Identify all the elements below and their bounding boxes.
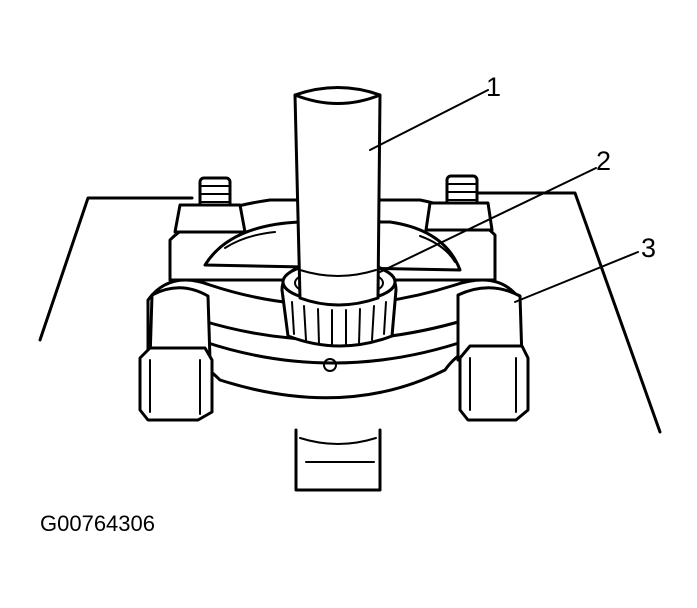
left-bolt	[138, 286, 214, 422]
press-ram	[293, 86, 382, 307]
right-stud	[424, 174, 494, 232]
lower-shaft	[294, 428, 382, 492]
callout-2: 2	[596, 146, 611, 176]
callout-3: 3	[641, 233, 656, 263]
leader-lines	[369, 89, 639, 303]
press-table-outline	[38, 191, 662, 434]
figure-code: G00764306	[40, 511, 155, 536]
callout-1: 1	[486, 72, 501, 102]
left-stud	[173, 176, 247, 234]
right-bolt	[456, 286, 530, 422]
